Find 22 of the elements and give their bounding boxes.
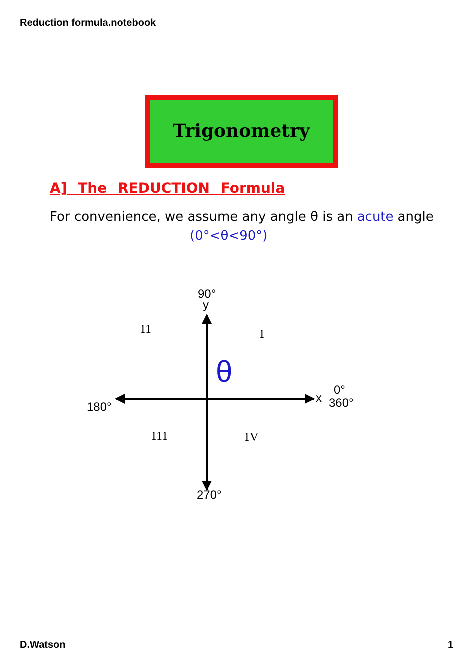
quadrant-number: 111: [151, 430, 168, 444]
body-text: angle: [398, 210, 434, 225]
angle-label: 0°: [334, 384, 346, 398]
quadrant-number: 11: [140, 323, 152, 336]
theta-symbol: θ: [216, 356, 233, 389]
angle-label: 180°: [87, 401, 112, 414]
section-heading: A] The REDUCTION Formula: [50, 182, 286, 198]
angle-label: 360°: [329, 397, 354, 410]
footer-author: D.Watson: [20, 640, 66, 651]
quadrant-number: 1: [259, 328, 265, 342]
axis-label: x: [316, 392, 322, 406]
body-text: For convenience, we assume any angle θ is an: [50, 210, 354, 225]
quadrant-number: 1V: [244, 431, 259, 444]
angle-range: (0°<θ<90°): [190, 230, 268, 244]
axis-label: y: [203, 299, 209, 312]
header-text: Reduction formula.notebook: [20, 18, 156, 29]
angle-label: 90°: [198, 288, 216, 302]
title-text: Trigonometry: [173, 121, 310, 142]
angle-label: 270°: [197, 489, 222, 502]
highlighted-word: acute: [357, 210, 394, 225]
page-number: 1: [448, 640, 454, 651]
title-box: [145, 95, 338, 168]
